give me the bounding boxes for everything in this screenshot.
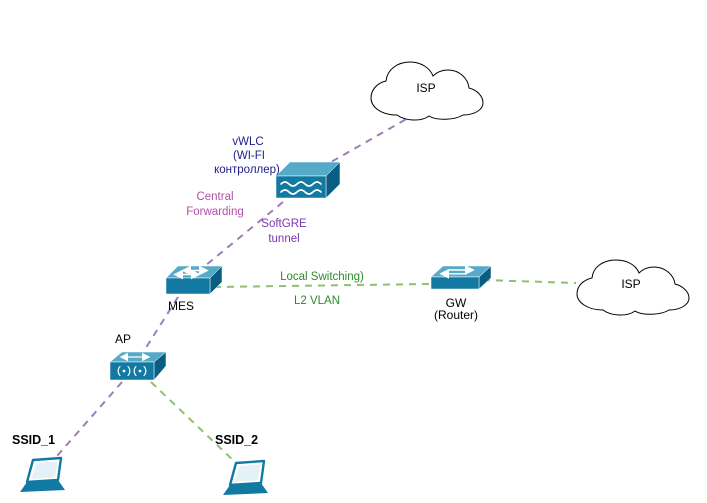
- laptop-icon-base: [223, 483, 268, 495]
- gw-node[interactable]: GW (Router): [430, 265, 492, 322]
- gw-label-line2: (Router): [434, 308, 478, 322]
- cloud-icon: [576, 259, 690, 316]
- edge-mes-ap[interactable]: [141, 296, 179, 355]
- laptop2-node[interactable]: [223, 459, 268, 495]
- ap-node[interactable]: AP: [109, 332, 167, 381]
- edge-gw-isp-right[interactable]: [482, 279, 577, 284]
- laptop-icon-base: [20, 480, 65, 492]
- router-arrow-glyphs: [439, 265, 475, 279]
- isp-right-label: ISP: [621, 277, 640, 291]
- vwlc-label-line3: контроллер): [214, 164, 280, 176]
- ap-label: AP: [115, 332, 131, 346]
- edge-mes-gw[interactable]: [213, 283, 430, 288]
- softgre-tunnel-label-line2: tunnel: [268, 233, 299, 245]
- central-forwarding-label-line1: Central: [196, 191, 233, 203]
- vwlc-label-line1: vWLC: [232, 136, 263, 148]
- edge-ap-laptop2[interactable]: [150, 381, 237, 464]
- isp-top-node[interactable]: ISP: [370, 61, 484, 121]
- ssid1-label: SSID_1: [12, 433, 55, 447]
- laptop-icon-screen-inner: [233, 464, 261, 482]
- central-forwarding-label-line2: Forwarding: [186, 206, 244, 218]
- vwlc-label-line2: (WI-FI: [233, 150, 265, 162]
- laptop-icon-screen-inner: [30, 461, 58, 479]
- wireless-controller-icon-front: [275, 175, 327, 199]
- wave-glyphs: [280, 181, 322, 195]
- edge-isp-top-vwlc[interactable]: [323, 112, 418, 167]
- switch-arrow-glyphs: [173, 265, 209, 280]
- router-icon-front: [430, 276, 480, 290]
- edge-vwlc-mes[interactable]: [199, 201, 284, 271]
- local-switching-label: Local Switching): [280, 271, 364, 283]
- l2-vlan-label: L2 VLAN: [294, 295, 340, 307]
- gw-label-line1: GW: [446, 296, 467, 310]
- cloud-icon: [370, 61, 484, 121]
- isp-right-node[interactable]: ISP: [576, 259, 690, 316]
- ssid2-label: SSID_2: [215, 433, 258, 447]
- mes-label: MES: [168, 299, 194, 313]
- access-point-icon-front: [109, 361, 155, 381]
- laptop1-node[interactable]: [20, 456, 65, 492]
- edge-ap-laptop1[interactable]: [49, 381, 123, 465]
- mes-node[interactable]: MES: [165, 265, 223, 313]
- switch-icon-front: [165, 277, 211, 295]
- radio-wave-glyphs: [117, 352, 151, 377]
- vwlc-node[interactable]: vWLC (WI-FI контроллер): [214, 136, 341, 199]
- softgre-tunnel-label-line1: SoftGRE: [261, 218, 307, 230]
- isp-top-label: ISP: [416, 81, 435, 95]
